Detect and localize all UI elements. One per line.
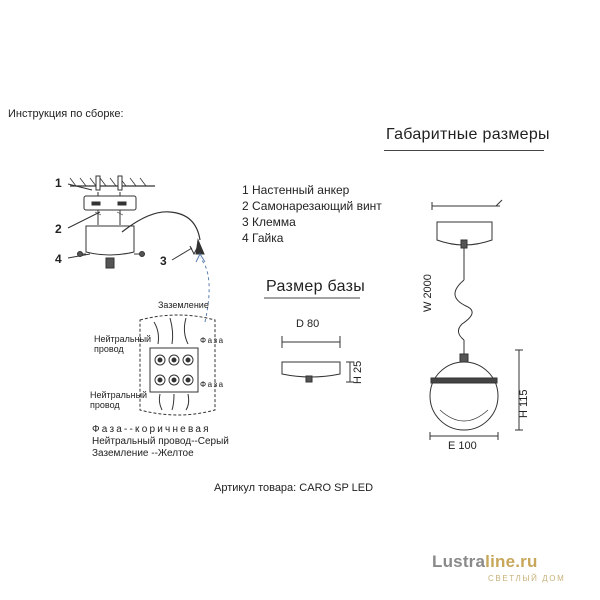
part-item: 2 Самонарезающий винт [242,199,382,213]
part-item: 4 Гайка [242,231,284,245]
lamp-wire-length: W 2000 [422,274,434,312]
label-ground: Заземление [158,300,209,310]
base-title: Размер базы [266,278,366,295]
legend-phase: Фаза--коричневая [92,424,211,435]
base-diameter: D 80 [296,318,320,330]
part-item: 1 Настенный анкер [242,183,350,197]
dimensions-title: Габаритные размеры [386,126,550,143]
article-number: Артикул товара: CARO SP LED [214,482,374,494]
label-phase-top: Фаза [200,336,225,345]
watermark: Lustraline.ru [432,552,538,572]
legend-neutral: Нейтральный провод--Серый [92,436,229,447]
callout-3: 3 [160,254,167,268]
watermark-subtitle: СВЕТЛЫЙ ДОМ [488,574,566,583]
parts-list: 1 Настенный анкер 2 Самонарезающий винт … [242,182,382,246]
watermark-brand-a: Lustra [432,552,486,571]
part-item: 3 Клемма [242,215,296,229]
base-height: H 25 [352,360,364,384]
dimensions-underline [384,150,544,151]
label-neutral-top: Нейтральный провод [94,334,152,354]
lamp-width: E 100 [448,440,477,452]
watermark-brand-b: line.ru [485,552,538,571]
callout-1: 1 [55,176,62,190]
callout-2: 2 [55,222,62,236]
wire-legend: Фаза--коричневая Нейтральный провод--Сер… [92,424,229,460]
legend-ground: Заземление --Желтое [92,448,194,459]
lamp-height: H 115 [518,389,530,418]
callout-4: 4 [55,252,62,266]
assembly-title: Инструкция по сборке: [8,108,124,120]
label-neutral-bottom: Нейтральный провод [90,390,148,410]
label-phase-bottom: Фаза [200,380,225,389]
